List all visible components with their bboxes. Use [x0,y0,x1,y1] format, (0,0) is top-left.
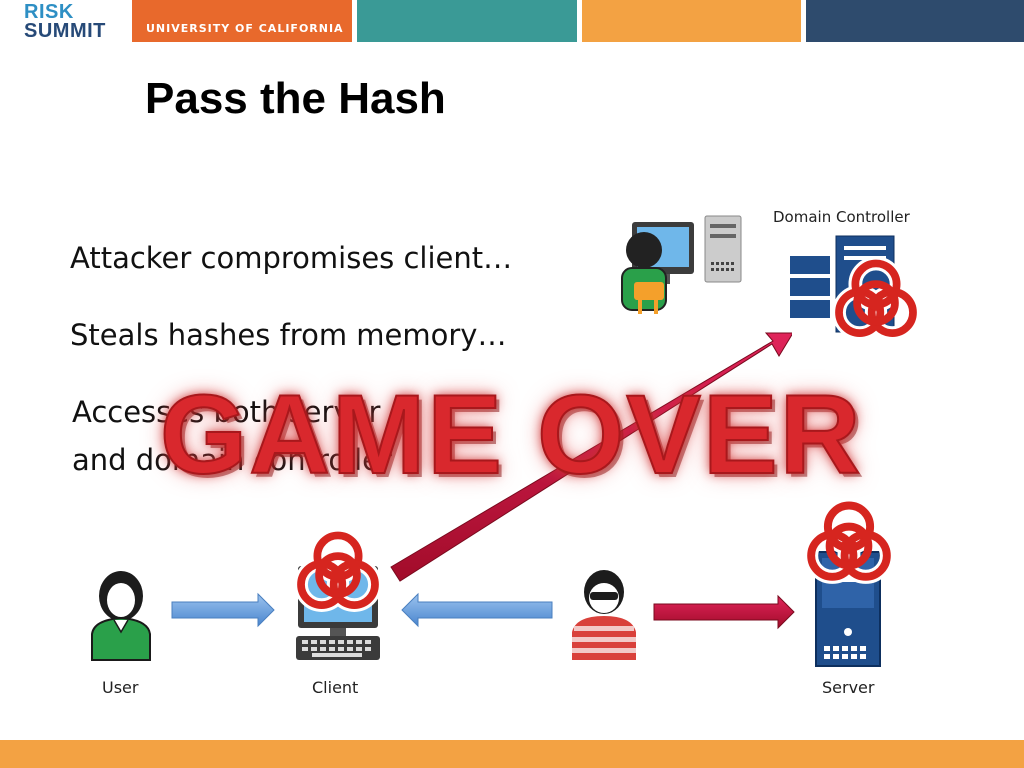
game-over-overlay: GAME OVER [159,371,863,498]
university-banner: UNIVERSITY OF CALIFORNIA [132,0,352,42]
teal-band [357,0,577,42]
amber-band [582,0,801,42]
navy-band [806,0,1024,42]
server-label: Server [822,678,875,697]
user-icon [91,571,151,661]
attacker-icon [572,570,636,660]
university-label: UNIVERSITY OF CALIFORNIA [146,22,344,35]
biohazard-icon-dc [832,256,920,340]
logo-line-1: RISK [24,1,74,23]
biohazard-icon-server [804,498,894,584]
bullet-compromise: Attacker compromises client… [70,241,513,275]
slide-title: Pass the Hash [145,74,446,123]
risk-summit-logo: RISK SUMMIT [0,0,132,42]
arrow-attacker-to-server [653,594,795,630]
compromised-workstation-icon [621,215,742,314]
user-label: User [102,678,139,697]
arrow-attacker-to-client [401,592,553,628]
footer-band [0,740,1024,768]
bullet-access-line1: Accesses both server [72,395,381,429]
domain-controller-label: Domain Controller [773,208,910,226]
arrow-user-to-client [171,592,275,628]
biohazard-icon-client [294,528,382,612]
attack-arrow-to-dc [390,332,794,582]
client-label: Client [312,678,359,697]
logo-line-2: SUMMIT [24,20,106,42]
bullet-steal-hashes: Steals hashes from memory… [70,318,507,352]
bullet-access-line2: and domain controller [72,443,392,477]
